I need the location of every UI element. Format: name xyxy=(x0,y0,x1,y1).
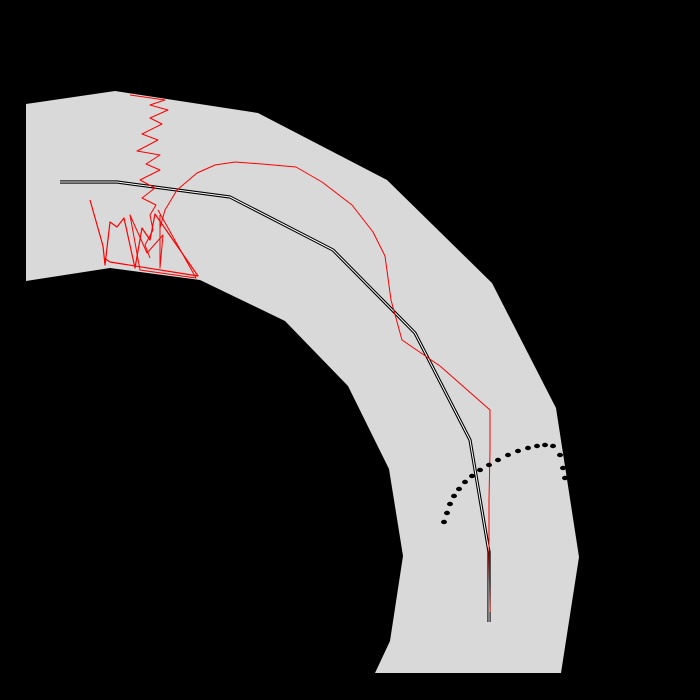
marker-dot xyxy=(462,479,468,485)
track-centerline xyxy=(60,180,491,622)
marker-dot xyxy=(515,448,521,454)
marker-arc xyxy=(441,442,568,525)
marker-dot xyxy=(505,452,511,458)
marker-dot xyxy=(477,467,483,473)
marker-dot xyxy=(451,493,457,499)
marker-dot xyxy=(447,501,453,507)
marker-dot xyxy=(441,519,447,525)
marker-dot xyxy=(486,462,492,468)
marker-dot xyxy=(456,486,462,492)
track-band xyxy=(26,91,579,673)
marker-dot xyxy=(542,442,548,448)
marker-dot xyxy=(550,443,556,449)
marker-dot xyxy=(495,457,501,463)
trajectory-loop xyxy=(159,161,491,613)
marker-dot xyxy=(557,452,563,458)
marker-dot xyxy=(469,473,475,479)
trajectory-fragments xyxy=(89,199,199,277)
trajectory-fragments-2 xyxy=(129,209,197,279)
marker-dot xyxy=(534,443,540,449)
marker-dot xyxy=(560,465,566,471)
trajectory-scribble xyxy=(129,94,169,259)
marker-dot xyxy=(525,445,531,451)
marker-dot xyxy=(562,475,568,481)
marker-dot xyxy=(444,510,450,516)
